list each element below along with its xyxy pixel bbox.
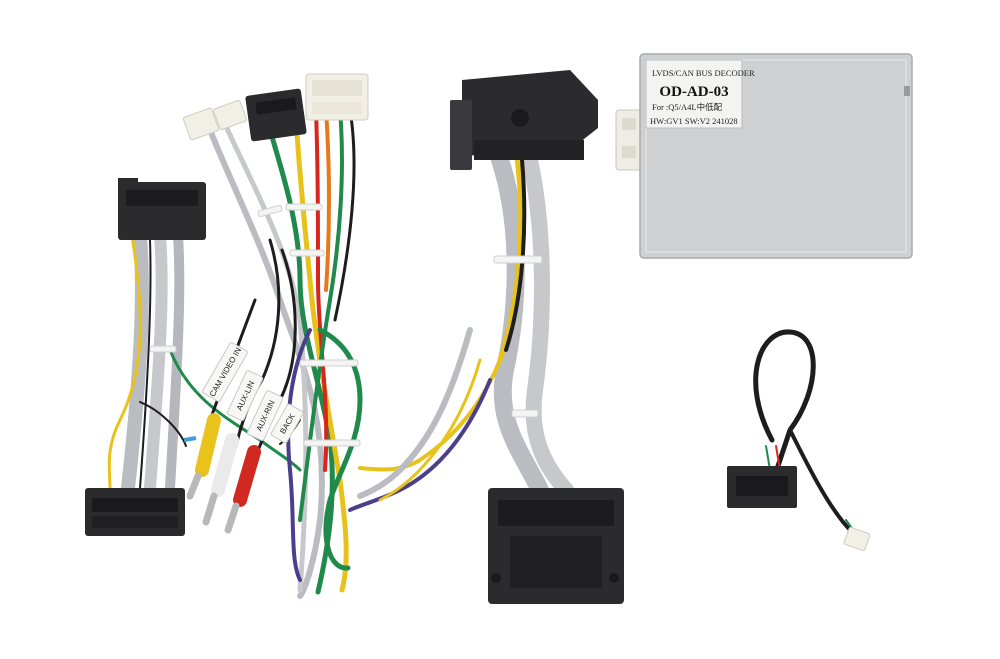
cable-tie xyxy=(289,249,325,257)
right-cable-tie xyxy=(493,255,543,264)
left-black-wire xyxy=(139,239,152,489)
left-top-connector-ridge xyxy=(126,190,198,206)
right-bottom-connector-grid xyxy=(510,536,602,588)
wire-tag-aux-r-body xyxy=(246,390,284,441)
rca-white-body xyxy=(211,433,239,497)
rca-yellow-tip xyxy=(186,472,202,500)
rca-white-tip xyxy=(202,492,218,526)
right-yellow-to-center-2 xyxy=(378,358,482,502)
right-top-connector-base xyxy=(474,140,584,160)
top-white-connector-ridge xyxy=(312,80,362,96)
center-harness-wires xyxy=(207,108,363,599)
left-bundle-gray-3 xyxy=(165,230,185,493)
decoder-screw-slot xyxy=(904,86,910,96)
rca-red-tip xyxy=(224,502,240,534)
cable-tie xyxy=(285,203,323,211)
rca-plug-red xyxy=(224,445,261,534)
small-white-plug xyxy=(182,107,220,141)
top-black-connector xyxy=(245,88,307,142)
rca-plug-yellow xyxy=(183,413,221,500)
loop-white-plug xyxy=(843,526,871,552)
left-bottom-connector-pins-2 xyxy=(92,516,178,528)
right-top-connector xyxy=(450,70,598,170)
decoder-box: LVDS/CAN BUS DECODER OD-AD-03 For :Q5/A4… xyxy=(615,53,913,259)
top-white-connector-left xyxy=(182,99,247,141)
rca-plug-white xyxy=(202,433,239,526)
center-green-loop xyxy=(317,327,363,571)
center-black-wire xyxy=(333,108,356,322)
right-bottom-connector-hole xyxy=(491,573,501,583)
right-top-connector-body xyxy=(462,70,598,156)
decoder-label-model: OD-AD-03 xyxy=(659,84,728,100)
right-cable-tie-2 xyxy=(511,409,539,418)
right-top-connector-hole xyxy=(511,109,529,127)
right-bottom-connector xyxy=(488,488,624,604)
cable-tie xyxy=(299,359,359,367)
top-white-connector-right xyxy=(305,73,369,121)
small-white-plug-2 xyxy=(213,99,247,131)
loop-cable-wire xyxy=(753,329,816,469)
top-black-connector-socket xyxy=(255,97,297,115)
wire-tag-aux-l: AUX-LIN xyxy=(226,370,264,421)
top-white-connector-pins xyxy=(312,102,362,114)
top-black-connector-body xyxy=(245,88,307,142)
right-harness-wires xyxy=(348,147,574,512)
wire-tag-back: BACK xyxy=(270,403,304,444)
loop-connector-socket xyxy=(736,476,788,496)
wire-tag-aux-l-body xyxy=(226,370,264,421)
right-gray-to-center xyxy=(357,327,473,499)
right-top-connector-latch xyxy=(450,100,472,170)
loop-cable-connector-black xyxy=(727,466,797,508)
right-bottom-connector-hole xyxy=(609,573,619,583)
left-bottom-connector xyxy=(85,488,185,536)
left-bottom-connector-pins xyxy=(92,498,178,512)
loop-cable-tail xyxy=(788,428,854,534)
right-bundle-gray xyxy=(491,151,549,499)
decoder-case-bevel xyxy=(645,59,907,253)
loop-cable-connector-white xyxy=(843,526,871,552)
left-top-connector-latch xyxy=(118,178,138,188)
rca-yellow-blue-ring xyxy=(183,436,197,442)
rca-red-body xyxy=(233,445,261,507)
right-bottom-connector-row1 xyxy=(498,500,614,526)
left-bundle-gray-2 xyxy=(144,229,168,494)
right-purple-to-center xyxy=(348,378,492,512)
left-yellow-wire xyxy=(107,233,142,490)
left-bundle-gray xyxy=(121,228,149,495)
decoder-label-line4: HW:GV1 SW:V2 241028 xyxy=(650,116,738,126)
decoder-label-line1: LVDS/CAN BUS DECODER xyxy=(652,68,755,78)
cable-tie xyxy=(303,439,361,447)
left-black-branch xyxy=(139,401,187,447)
decoder-connector-pin-block xyxy=(622,118,636,130)
center-purple-wire xyxy=(286,328,312,582)
cable-ties xyxy=(257,203,361,447)
left-cable-tie xyxy=(149,345,177,353)
center-green-wire-2 xyxy=(298,108,344,522)
wire-tag-aux-r: AUX-RIN xyxy=(246,390,284,441)
wire-tag-back-body xyxy=(270,403,304,444)
wire-tag-cam-body xyxy=(202,342,248,402)
rca-yellow-body xyxy=(195,413,221,477)
center-orange-wire xyxy=(324,108,331,292)
right-bundle-gray-2 xyxy=(522,152,574,498)
decoder-connector-pin-block xyxy=(622,146,636,158)
decoder-label-line3: For :Q5/A4L中低配 xyxy=(652,102,723,112)
center-red-wire xyxy=(314,108,329,472)
cable-tie xyxy=(257,204,283,218)
left-top-connector xyxy=(118,178,206,240)
right-yellow-to-center xyxy=(358,358,502,472)
decoder-label-sticker xyxy=(645,59,743,129)
